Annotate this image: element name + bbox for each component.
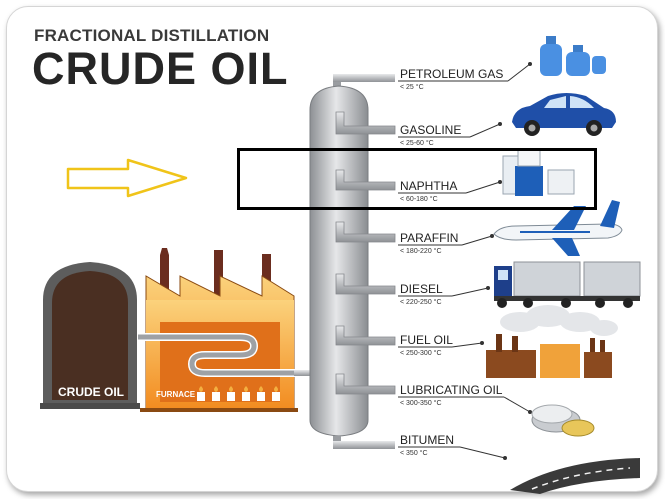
fraction-label-diesel: DIESEL <box>400 282 443 296</box>
tower-side-pipes <box>335 111 396 395</box>
fraction-temp-petroleum-gas: < 25 °C <box>400 84 424 91</box>
fraction-temp-lubricating-oil: < 300-350 °C <box>400 400 442 407</box>
fraction-label-fuel-oil: FUEL OIL <box>400 333 453 347</box>
fraction-label-lubricating-oil: LUBRICATING OIL <box>400 383 503 397</box>
grease-tin-icon <box>531 404 595 437</box>
fraction-temp-gasoline: < 25-60 °C <box>400 140 434 147</box>
gas-cylinder-icon <box>540 36 606 76</box>
crude-oil-tank <box>40 262 140 409</box>
chemical-container-icon <box>502 149 575 196</box>
fraction-temp-bitumen: < 350 °C <box>400 450 428 457</box>
fraction-temp-naphtha: < 60-180 °C <box>400 196 438 203</box>
fraction-label-petroleum-gas: PETROLEUM GAS <box>400 67 504 81</box>
input-arrow-icon <box>66 158 188 198</box>
furnace-building <box>138 248 300 412</box>
fraction-label-gasoline: GASOLINE <box>400 123 462 137</box>
fraction-label-naphtha: NAPHTHA <box>400 179 458 193</box>
title-line-2: CRUDE OIL <box>32 43 289 94</box>
fraction-temp-fuel-oil: < 250-300 °C <box>400 350 442 357</box>
factory-icon <box>486 305 618 378</box>
distillation-tower <box>309 74 395 449</box>
furnace-label: FURNACE <box>156 390 196 399</box>
truck-icon <box>494 261 641 308</box>
title-line-1: FRACTIONAL DISTILLATION <box>34 26 270 45</box>
fraction-temp-paraffin: < 180-220 °C <box>400 248 442 255</box>
airplane-icon <box>493 200 623 256</box>
fraction-temp-diesel: < 220-250 °C <box>400 299 442 306</box>
crude-oil-label: CRUDE OIL <box>58 385 124 399</box>
label-leader-lines <box>398 63 531 459</box>
fraction-label-paraffin: PARAFFIN <box>400 231 459 245</box>
car-icon <box>512 93 616 136</box>
fraction-label-bitumen: BITUMEN <box>400 433 454 447</box>
naphtha-highlight-box <box>237 148 597 210</box>
road-icon <box>510 458 640 494</box>
